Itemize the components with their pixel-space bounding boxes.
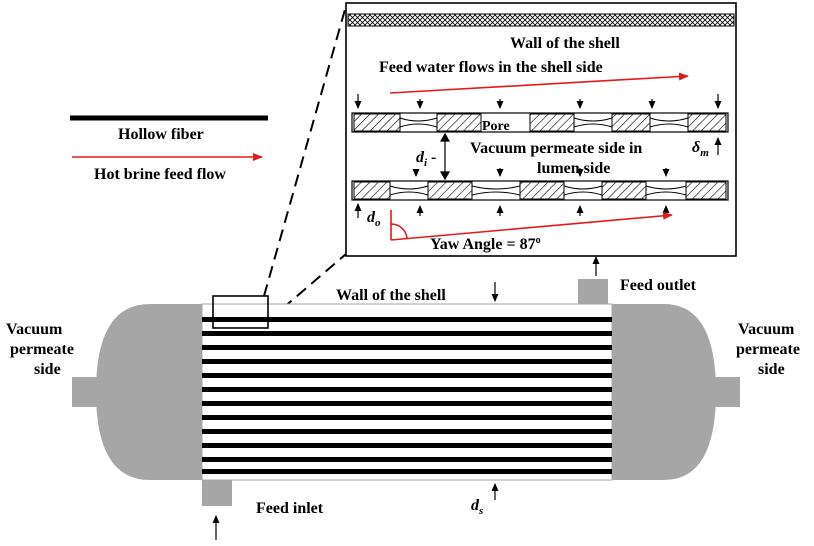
zoom-line-bottom [267,253,347,322]
zoom-line-top [263,5,347,297]
fiber-bundle [202,317,612,474]
inset-di-symbol: di - [416,149,436,169]
inset-di-dimension [439,132,451,181]
inset-feed-water-label: Feed water flows in the shell side [379,59,603,76]
inset-lower-membrane [351,180,729,201]
inset-do-symbol: do [367,209,381,229]
inset-upper-membrane [351,112,729,133]
inset-feed-arrow [389,72,689,94]
feed-outlet-label: Feed outlet [620,277,697,294]
inset-vacuum-lumen-1: Vacuum permeate side in [470,140,642,157]
feed-outlet-nozzle [578,279,608,305]
legend-hollow-fiber: Hollow fiber [118,126,204,143]
right-vacuum-port [712,377,740,407]
feed-inlet-nozzle [202,480,232,506]
right-end-cap [612,304,716,480]
right-vacuum-label-3: side [758,361,785,378]
legend-hot-brine: Hot brine feed flow [94,166,226,183]
inset-pore-label: Pore [482,119,510,134]
left-vacuum-port [72,377,100,407]
ds-symbol: ds [471,497,483,517]
left-vacuum-label-1: Vacuum [6,321,63,338]
zoom-source-box [212,295,269,329]
inset-vacuum-lumen-2: lumen side [537,160,610,177]
left-vacuum-label-2: permeate [10,341,74,358]
right-vacuum-label-2: permeate [736,341,800,358]
module-wall-label: Wall of the shell [336,287,446,304]
left-vacuum-label-3: side [34,361,61,378]
inset-delta-symbol: δm [692,139,709,159]
inset-upper-arrows [354,94,722,109]
right-vacuum-label-1: Vacuum [738,321,795,338]
inset-yaw-label: Yaw Angle = 87o [430,235,541,253]
left-end-cap [96,304,202,480]
inset-yaw-indicator [390,210,673,241]
feed-inlet-label: Feed inlet [256,500,324,517]
inset-wall-label: Wall of the shell [510,35,620,52]
inset-shell-wall [347,13,735,27]
